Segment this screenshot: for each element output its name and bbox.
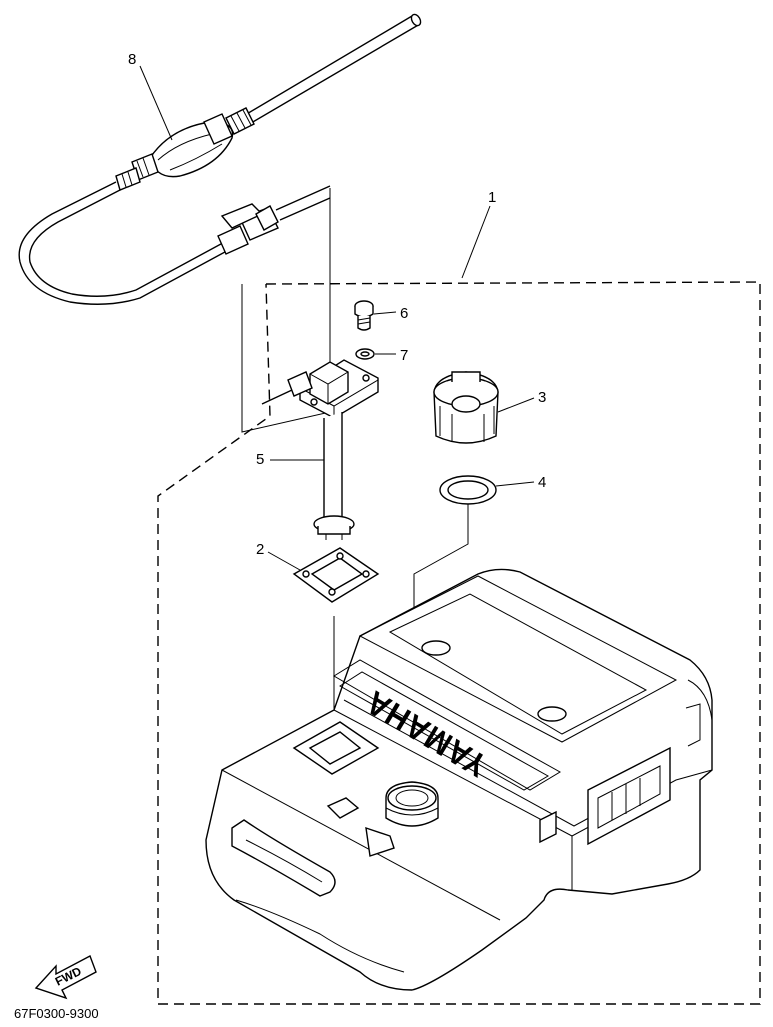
callout-2: 2 <box>256 541 264 558</box>
fuel-hose-assembly <box>18 13 422 305</box>
filler-cap <box>433 371 535 444</box>
callout-8: 8 <box>128 51 136 68</box>
fuel-tank-body: YAMAHA <box>205 568 713 991</box>
gasket <box>267 547 380 740</box>
callout-6: 6 <box>400 305 408 322</box>
washer <box>355 348 396 360</box>
callout-1: 1 <box>488 189 496 206</box>
fwd-direction-arrow: FWD <box>34 955 97 1000</box>
hose-panel-outline <box>241 188 331 433</box>
fuel-gauge-pickup <box>261 359 379 540</box>
screw <box>354 300 397 331</box>
callout-7: 7 <box>400 347 408 364</box>
drawing-code: 67F0300-9300 <box>14 1006 99 1021</box>
callout-1-leader <box>461 205 491 279</box>
callout-3: 3 <box>538 389 546 406</box>
callout-4: 4 <box>538 474 546 491</box>
callout-5: 5 <box>256 451 264 468</box>
